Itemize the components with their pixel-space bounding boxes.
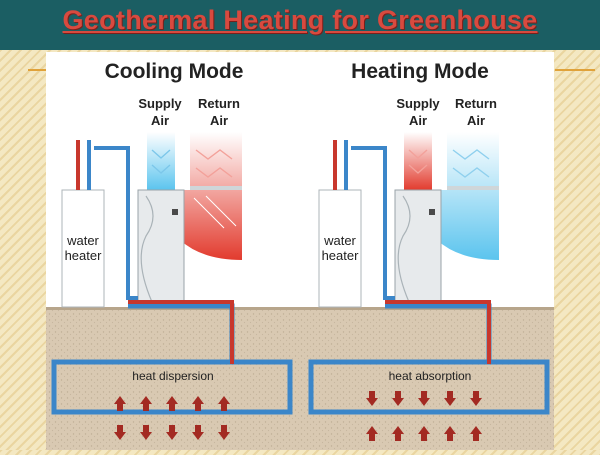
heating-heater-cold-pipe (344, 140, 348, 190)
heating-return-chevrons (452, 149, 490, 178)
heating-loop-label: heat absorption (389, 369, 472, 383)
cooling-ground-loop-red (128, 300, 234, 364)
heating-heat-arrows (366, 391, 482, 441)
heating-heat-pump-unit (394, 189, 442, 309)
cooling-supply-label-2: Air (151, 113, 169, 128)
cooling-return-chevrons (195, 149, 233, 178)
cooling-loop-label: heat dispersion (132, 369, 213, 383)
cooling-heater-label-2: heater (65, 248, 103, 263)
heating-return-label-1: Return (455, 96, 497, 111)
heating-heater-label-2: heater (322, 248, 360, 263)
heating-supply-chevrons (408, 149, 428, 174)
cooling-supply-label-1: Supply (138, 96, 182, 111)
heating-heater-hot-pipe (333, 140, 337, 190)
geothermal-diagram: Cooling Mode Supply Air Return Air water… (46, 52, 554, 450)
slide-title: Geothermal Heating for Greenhouse (62, 5, 538, 35)
cooling-water-heater (61, 189, 105, 308)
cooling-heater-label-1: water (66, 233, 99, 248)
cooling-return-label-2: Air (210, 113, 228, 128)
ground-area (46, 309, 554, 450)
heating-supply-label-1: Supply (396, 96, 440, 111)
heating-supply-duct (404, 132, 432, 190)
cooling-mode-title: Cooling Mode (105, 60, 244, 83)
heating-ground-loop-red (385, 300, 491, 364)
heating-unit-logo (429, 209, 435, 215)
cooling-unit-logo (172, 209, 178, 215)
heating-supply-label-2: Air (409, 113, 427, 128)
cooling-heater-cold-pipe (87, 140, 91, 190)
cooling-return-duct (180, 132, 242, 260)
heating-water-heater (318, 189, 362, 308)
cooling-blue-line (94, 146, 138, 300)
cooling-heater-hot-pipe (76, 140, 80, 190)
diagram-panel: Cooling Mode Supply Air Return Air water… (46, 52, 554, 450)
cooling-heat-pump-unit (137, 189, 185, 309)
cooling-heat-arrows (114, 396, 230, 440)
cooling-return-duct-collar (190, 186, 242, 190)
heating-heater-label-1: water (323, 233, 356, 248)
heating-return-label-2: Air (467, 113, 485, 128)
heating-blue-line (351, 146, 395, 300)
heating-return-duct-collar (447, 186, 499, 190)
accent-line-right (555, 69, 595, 71)
cooling-supply-duct (147, 132, 175, 190)
ground-surface-line (46, 307, 554, 310)
accent-line-left (28, 69, 46, 71)
heating-mode-title: Heating Mode (351, 60, 489, 83)
heating-return-duct (437, 132, 499, 260)
title-bar (0, 0, 600, 50)
cooling-return-label-1: Return (198, 96, 240, 111)
cooling-supply-chevrons (151, 149, 171, 174)
cooling-return-airflow (193, 195, 237, 229)
